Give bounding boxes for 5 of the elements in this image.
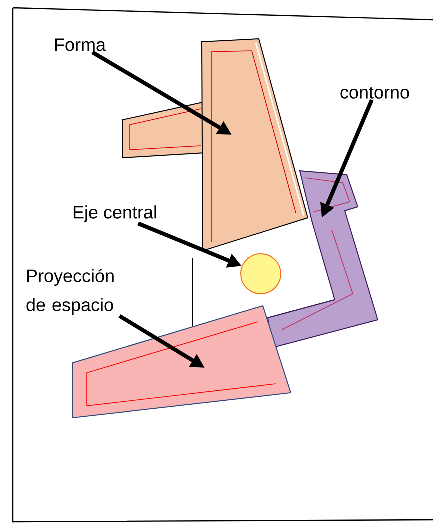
callout-label: Proyección de espacio <box>26 269 114 315</box>
callout-label: Eje central <box>74 206 156 222</box>
callout-label: contorno <box>340 87 410 99</box>
callout-label: Forma <box>55 38 106 52</box>
axis-circle <box>240 254 282 294</box>
